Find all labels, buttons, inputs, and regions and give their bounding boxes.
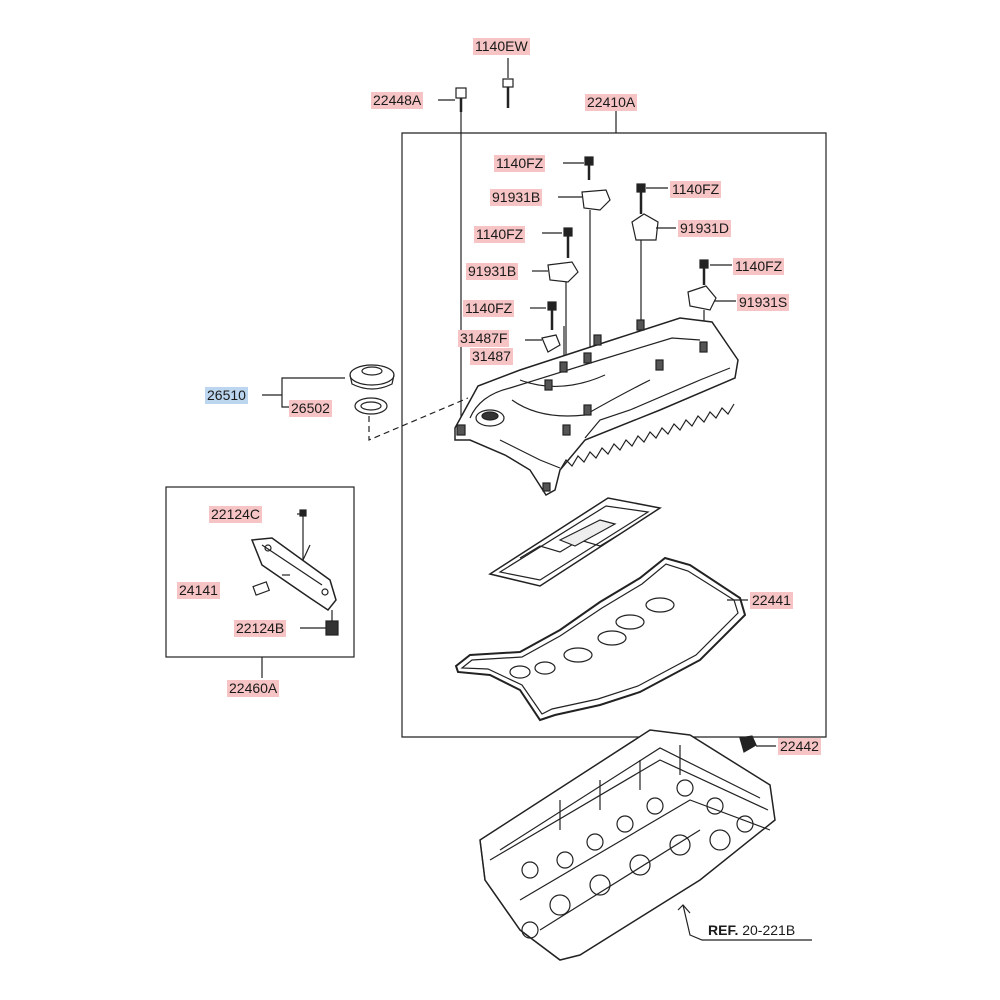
part-label-1140fz-5: 1140FZ [463, 300, 515, 317]
part-label-26502: 26502 [289, 400, 332, 417]
reference-label: REF. 20-221B [706, 922, 798, 939]
part-label-1140fz-4: 1140FZ [733, 258, 785, 275]
bolt-1140fz-icon [563, 156, 594, 180]
plate-91931d-icon [631, 213, 676, 320]
plate-91931b-icon [532, 261, 579, 432]
part-label-91931b-1: 91931B [490, 189, 543, 206]
oil-filler-cap-icon [349, 364, 395, 390]
bracket-assembly-frame [165, 486, 355, 658]
part-label-1140ew: 1140EW [473, 38, 530, 55]
half-moon-plug-icon [739, 735, 776, 753]
part-label-22124c: 22124C [209, 506, 263, 523]
part-label-1140fz-1: 1140FZ [494, 155, 546, 172]
part-label-22460a: 22460A [227, 680, 280, 697]
part-label-22124b: 22124B [234, 620, 287, 637]
reference-prefix: REF. [708, 922, 739, 938]
cylinder-head-icon [479, 729, 776, 961]
baffle-plate-icon [488, 497, 662, 587]
bolt-1140fz-icon [636, 183, 668, 214]
assembly-label-26510: 26510 [205, 387, 248, 404]
part-label-22441: 22441 [750, 592, 793, 609]
bolt-1140fz-icon [542, 227, 573, 258]
part-label-91931s: 91931S [737, 294, 790, 311]
part-label-22442: 22442 [778, 738, 821, 755]
part-label-24141: 24141 [177, 582, 220, 599]
part-label-91931d: 91931D [678, 220, 732, 237]
rocker-cover-icon [454, 317, 739, 496]
part-label-31487f: 31487F [458, 330, 510, 347]
part-label-91931b-2: 91931B [466, 263, 519, 280]
bracket-icon [250, 509, 339, 636]
part-label-31487: 31487 [470, 348, 513, 365]
reference-code: 20-221B [742, 922, 796, 938]
bolt-1140ew-icon [502, 58, 514, 108]
bolt-1140fz-icon [530, 301, 557, 330]
part-label-1140fz-3: 1140FZ [474, 226, 526, 243]
part-label-1140fz-2: 1140FZ [670, 181, 722, 198]
part-label-22410a: 22410A [585, 94, 638, 111]
bolt-1140fz-icon [699, 259, 732, 285]
bolt-22448a-icon [438, 87, 467, 430]
cap-gasket-icon [354, 397, 388, 415]
part-label-22448a: 22448A [371, 92, 424, 109]
cover-gasket-icon [454, 556, 748, 722]
cover-assembly-frame [401, 132, 827, 738]
